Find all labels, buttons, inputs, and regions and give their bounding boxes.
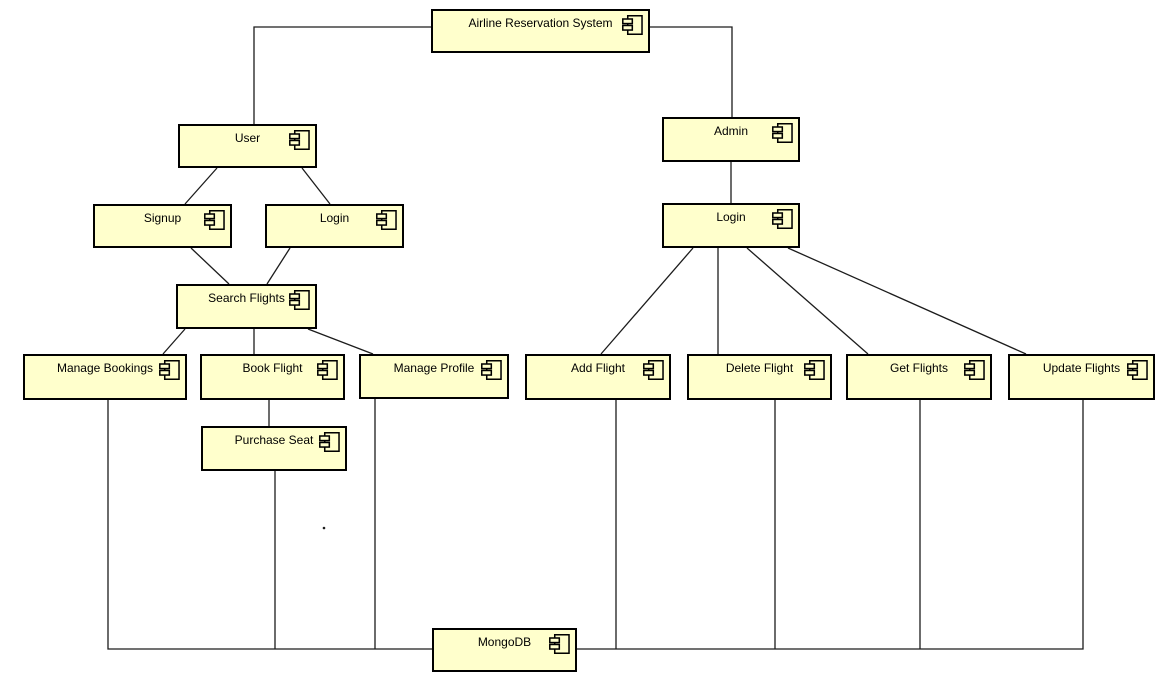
component-delete-flight: Delete Flight <box>687 354 832 400</box>
component-label: Delete Flight <box>725 361 794 375</box>
uml-component-icon <box>1127 360 1148 380</box>
component-user-login: Login <box>265 204 404 248</box>
connector-signup--search-flights <box>190 247 230 285</box>
connector-manage-bookings--mongodb <box>107 400 432 650</box>
component-get-flights: Get Flights <box>846 354 992 400</box>
connector-search-flights--manage-bookings <box>162 328 186 355</box>
component-label: Manage Profile <box>393 361 475 375</box>
connector-admin-login--update-flights <box>787 247 1027 355</box>
connector-admin-login--add-flight <box>600 247 694 355</box>
uml-component-icon <box>772 123 793 143</box>
uml-component-icon <box>317 360 338 380</box>
uml-component-icon <box>772 209 793 229</box>
uml-component-icon <box>159 360 180 380</box>
component-label: Signup <box>143 211 182 225</box>
component-label: MongoDB <box>477 635 532 649</box>
uml-component-icon <box>289 290 310 310</box>
connector-user--user-login <box>301 167 331 205</box>
connector-user--signup <box>184 167 218 205</box>
connector-search-flights--manage-profile <box>307 328 374 355</box>
uml-component-icon <box>643 360 664 380</box>
uml-component-icon <box>804 360 825 380</box>
component-label: Airline Reservation System <box>468 16 613 30</box>
component-label: Login <box>716 210 746 224</box>
component-label: Purchase Seat <box>234 433 314 447</box>
component-book-flight: Book Flight <box>200 354 345 400</box>
stray-dot <box>322 526 326 530</box>
uml-component-icon <box>376 210 397 230</box>
component-label: Search Flights <box>208 291 285 305</box>
uml-component-icon <box>964 360 985 380</box>
component-label: User <box>234 131 261 145</box>
component-signup: Signup <box>93 204 232 248</box>
component-admin-login: Login <box>662 203 800 248</box>
component-mongodb: MongoDB <box>432 628 577 672</box>
component-airline-reservation-system: Airline Reservation System <box>431 9 650 53</box>
component-add-flight: Add Flight <box>525 354 671 400</box>
connector-update-flights--mongodb <box>577 400 1084 650</box>
component-admin: Admin <box>662 117 800 162</box>
component-update-flights: Update Flights <box>1008 354 1155 400</box>
component-label: Manage Bookings <box>56 361 154 375</box>
component-label: Login <box>319 211 350 225</box>
uml-component-icon <box>289 130 310 150</box>
uml-component-icon <box>481 360 502 380</box>
uml-component-icon <box>319 432 340 452</box>
uml-component-icon <box>204 210 225 230</box>
component-label: Update Flights <box>1042 361 1121 375</box>
component-label: Add Flight <box>570 361 626 375</box>
component-label: Get Flights <box>889 361 949 375</box>
component-manage-bookings: Manage Bookings <box>23 354 187 400</box>
component-manage-profile: Manage Profile <box>359 354 509 399</box>
component-user: User <box>178 124 317 168</box>
component-search-flights: Search Flights <box>176 284 317 329</box>
connector-airline-reservation-system--user <box>253 26 431 124</box>
connector-admin-login--get-flights <box>746 247 869 355</box>
component-label: Admin <box>713 124 748 138</box>
uml-component-icon <box>622 15 643 35</box>
component-purchase-seat: Purchase Seat <box>201 426 347 471</box>
connector-airline-reservation-system--admin <box>650 26 733 117</box>
uml-component-icon <box>549 634 570 654</box>
component-label: Book Flight <box>242 361 303 375</box>
connector-user-login--search-flights <box>266 247 291 285</box>
